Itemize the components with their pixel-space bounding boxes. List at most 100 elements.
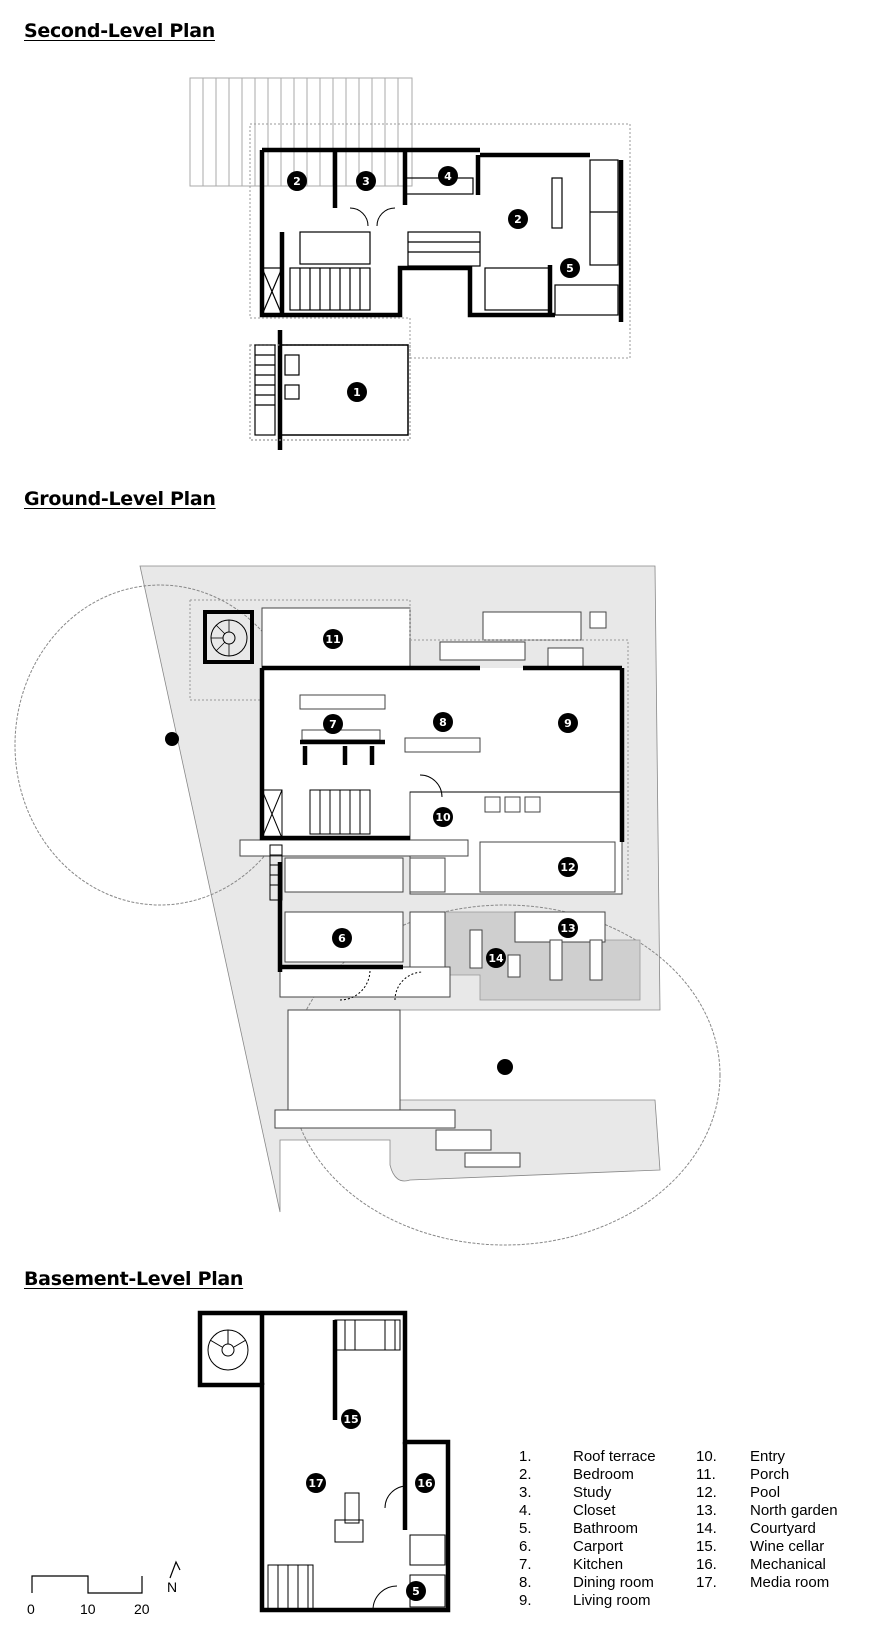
room-marker-dot xyxy=(332,928,352,948)
legend-label: Pool xyxy=(750,1484,781,1501)
room-marker-basement: 17 xyxy=(306,1473,326,1493)
tree-trunk xyxy=(165,732,179,746)
second-level-walls xyxy=(259,147,624,450)
legend-number: 11. xyxy=(696,1466,716,1483)
room-marker-number: 1 xyxy=(353,386,361,399)
room-marker-number: 17 xyxy=(308,1477,323,1490)
legend-item: 2.Bedroom xyxy=(519,1466,709,1484)
scale-label-20: 20 xyxy=(134,1601,150,1617)
room-marker-number: 4 xyxy=(444,170,452,183)
room-marker-ground: 12 xyxy=(558,857,578,877)
room-marker-number: 10 xyxy=(435,811,451,824)
legend-number: 16. xyxy=(696,1556,717,1573)
legend-item: 15.Wine cellar xyxy=(696,1538,876,1556)
second-level-plan xyxy=(189,77,631,450)
room-marker-dot xyxy=(433,712,453,732)
room-marker-ground: 10 xyxy=(433,807,453,827)
room-marker-basement: 16 xyxy=(415,1473,435,1493)
legend-item: 10. Entry xyxy=(696,1448,876,1466)
legend-number: 15. xyxy=(696,1538,717,1555)
legend-label: Bedroom xyxy=(573,1466,634,1483)
ground-level-plan xyxy=(14,565,721,1246)
legend-item: 4.Closet xyxy=(519,1502,709,1520)
legend-number: 12. xyxy=(696,1484,717,1501)
legend-label: Mechanical xyxy=(750,1556,826,1573)
legend-label: Roof terrace xyxy=(573,1448,656,1465)
room-marker-second: 2 xyxy=(287,171,307,191)
basement-level-plan xyxy=(197,1310,451,1613)
legend-label: Study xyxy=(573,1484,612,1501)
legend-number: 10. xyxy=(696,1448,717,1465)
scale-bar xyxy=(31,1575,143,1594)
legend-number: 1. xyxy=(519,1448,532,1465)
legend-number: 8. xyxy=(519,1574,532,1591)
room-marker-number: 14 xyxy=(488,952,504,965)
room-marker-ground: 8 xyxy=(433,712,453,732)
legend-number: 6. xyxy=(519,1538,532,1555)
north-label: N xyxy=(167,1579,178,1595)
room-marker-ground: 7 xyxy=(323,714,343,734)
room-marker-number: 8 xyxy=(439,716,447,729)
legend-item: 9. Living room xyxy=(519,1592,709,1610)
room-marker-dot xyxy=(558,713,578,733)
room-marker-dot xyxy=(406,1581,426,1601)
room-marker-second: 3 xyxy=(356,171,376,191)
legend-label: Entry xyxy=(750,1448,786,1465)
legend-label: Living room xyxy=(573,1592,651,1609)
room-marker-dot xyxy=(508,209,528,229)
legend-label: Dining room xyxy=(573,1574,654,1591)
room-marker-second: 1 xyxy=(347,382,367,402)
legend-item: 6.Carport xyxy=(519,1538,709,1556)
room-marker-number: 5 xyxy=(412,1585,420,1598)
room-marker-dot xyxy=(287,171,307,191)
room-marker-dot xyxy=(306,1473,326,1493)
room-marker-dot xyxy=(558,857,578,877)
legend-item: 11. Porch xyxy=(696,1466,876,1484)
legend-label: Closet xyxy=(573,1502,616,1519)
legend-number: 13. xyxy=(696,1502,717,1519)
room-marker-ground: 11 xyxy=(323,629,343,649)
tree-trunk xyxy=(497,1059,513,1075)
legend-item: 5.Bathroom xyxy=(519,1520,709,1538)
room-marker-dot xyxy=(558,918,578,938)
legend-number: 3. xyxy=(519,1484,532,1501)
legend-item: 1. Roof terrace xyxy=(519,1448,709,1466)
legend-label: Porch xyxy=(750,1466,790,1483)
legend-label: North garden xyxy=(750,1502,838,1519)
legend-label: Kitchen xyxy=(573,1556,624,1573)
room-marker-dot xyxy=(486,948,506,968)
legend-item: 12. Pool xyxy=(696,1484,876,1502)
second-level-interior xyxy=(261,159,619,316)
legend-label: Courtyard xyxy=(750,1520,816,1537)
room-marker-number: 16 xyxy=(417,1477,433,1490)
scale-label-0: 0 xyxy=(27,1601,35,1617)
room-marker-basement: 5 xyxy=(406,1581,426,1601)
basement-level-title: Basement-Level Plan xyxy=(24,1268,244,1290)
room-marker-dot xyxy=(560,258,580,278)
legend-number: 17. xyxy=(696,1574,717,1591)
room-marker-ground: 13 xyxy=(558,918,578,938)
room-marker-basement: 15 xyxy=(341,1409,361,1429)
legend-number: 5. xyxy=(519,1520,532,1537)
room-marker-number: 13 xyxy=(560,922,575,935)
room-marker-number: 2 xyxy=(514,213,522,226)
north-arrow xyxy=(169,1560,181,1579)
legend-number: 9. xyxy=(519,1592,532,1609)
roof-deck-slats xyxy=(189,77,413,187)
room-marker-dot xyxy=(356,171,376,191)
legend-item: 16. Mechanical xyxy=(696,1556,876,1574)
legend-item: 8. Dining room xyxy=(519,1574,709,1592)
spiral-stair-ground xyxy=(203,610,254,664)
room-marker-number: 11 xyxy=(325,633,340,646)
roof-terrace-box xyxy=(249,344,411,441)
basement-interior xyxy=(207,1319,446,1611)
room-marker-number: 9 xyxy=(564,717,572,730)
legend-item: 17.Media room xyxy=(696,1574,876,1592)
room-marker-dot xyxy=(323,714,343,734)
legend-number: 7. xyxy=(519,1556,532,1573)
room-marker-second: 4 xyxy=(438,166,458,186)
legend-item: 13. North garden xyxy=(696,1502,876,1520)
room-marker-ground: 14 xyxy=(486,948,506,968)
room-marker-number: 12 xyxy=(560,861,575,874)
